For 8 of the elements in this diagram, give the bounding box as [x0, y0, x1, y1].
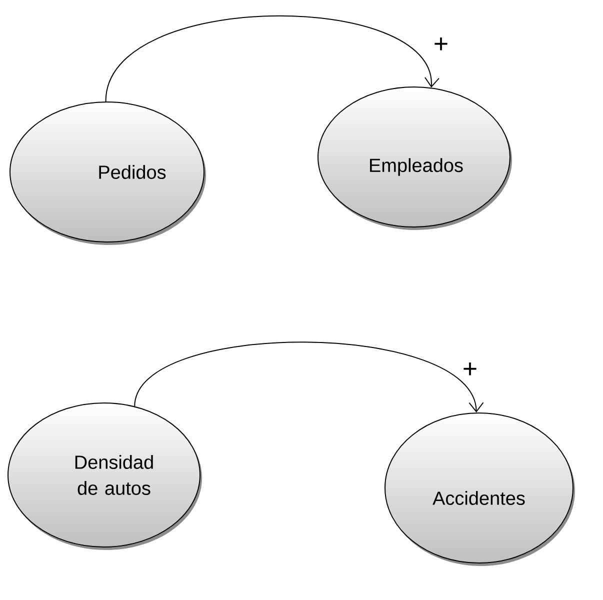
edge-label: +	[434, 37, 448, 50]
ellipse-node: Accidentes	[384, 412, 575, 566]
ellipse-node: Pedidos	[10, 102, 206, 245]
edge-label: +	[464, 362, 476, 376]
ellipse-node: Empleados	[318, 86, 512, 230]
ellipse-node: Densidad de autos	[8, 402, 202, 550]
curved-arrow	[105, 15, 440, 102]
curved-arrow	[134, 342, 484, 413]
